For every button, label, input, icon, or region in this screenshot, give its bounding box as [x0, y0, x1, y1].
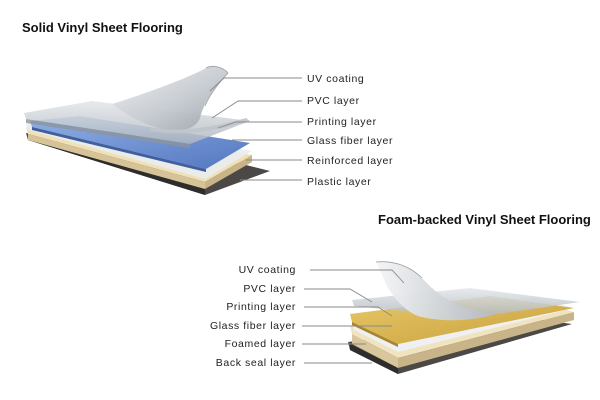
foam-vinyl-title: Foam-backed Vinyl Sheet Flooring [378, 212, 591, 227]
foam-label-uv-coating: UV coating [238, 264, 296, 276]
solid-label-pvc-layer: PVC layer [307, 95, 360, 107]
solid-vinyl-title: Solid Vinyl Sheet Flooring [22, 20, 183, 35]
solid-label-reinforced-layer: Reinforced layer [307, 155, 394, 167]
foam-label-printing-layer: Printing layer [226, 301, 296, 313]
foam-label-foamed-layer: Foamed layer [224, 338, 296, 350]
foam-flooring-illustration [348, 261, 580, 374]
solid-label-printing-layer: Printing layer [307, 116, 377, 128]
solid-label-uv-coating: UV coating [307, 73, 365, 85]
foam-label-back-seal-layer: Back seal layer [215, 357, 296, 369]
foam-uv-coating-peel [376, 261, 496, 321]
solid-flooring-illustration [24, 65, 270, 195]
foam-leader-lines [302, 269, 405, 364]
solid-label-glass-fiber-layer: Glass fiber layer [307, 135, 394, 147]
solid-leader-lines [209, 77, 302, 181]
solid-pvc-layer [24, 101, 250, 144]
solid-uv-coating-peel [112, 66, 228, 131]
solid-label-plastic-layer: Plastic layer [307, 176, 372, 188]
foam-label-glass-fiber-layer: Glass fiber layer [209, 320, 296, 332]
foam-label-pvc-layer: PVC layer [243, 283, 296, 295]
